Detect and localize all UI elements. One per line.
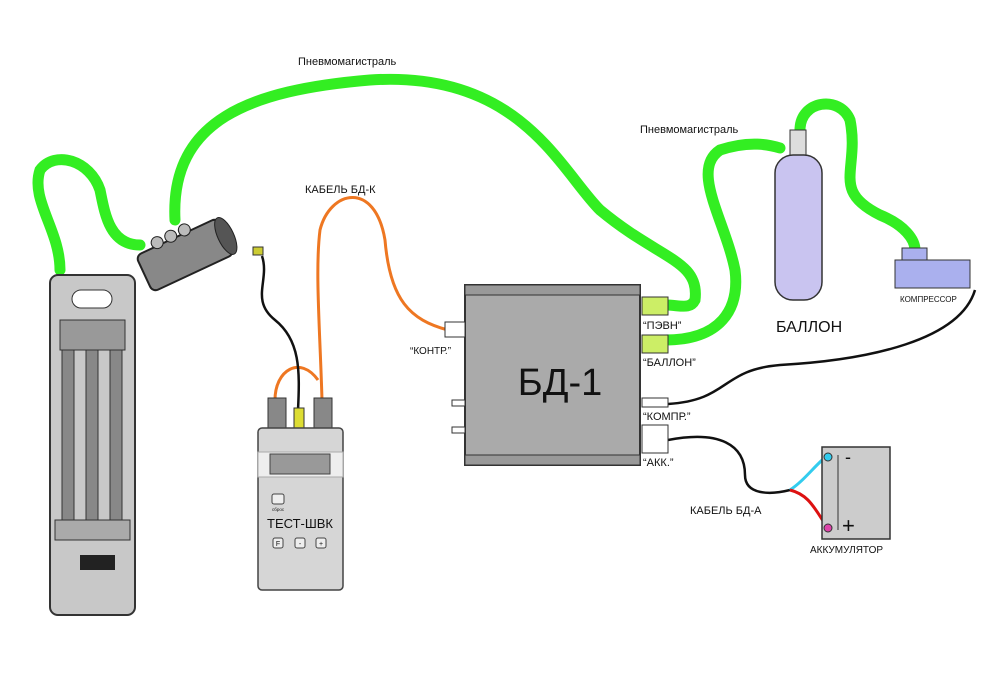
- kompr-port: [641, 397, 669, 408]
- label-pevn: “ПЭВН”: [643, 320, 682, 332]
- label-compressor: КОМПРЕССОР: [900, 295, 957, 304]
- label-battery: АККУМУЛЯТОР: [810, 545, 883, 556]
- bd1-unit: БД-1: [444, 284, 669, 466]
- label-akk-port: “АКК.”: [643, 457, 674, 469]
- bd1-label: БД-1: [518, 362, 602, 404]
- tester-button-minus[interactable]: -: [294, 537, 306, 549]
- tester-display: [269, 453, 331, 475]
- hose-ballon-to-bd: [659, 138, 786, 346]
- hose-ballon-to-compressor: [794, 98, 921, 256]
- label-ballon-port: “БАЛЛОН”: [643, 357, 696, 369]
- battery-plus-terminal: [823, 523, 833, 533]
- cable-bd-k: [316, 196, 449, 401]
- label-ballon: БАЛЛОН: [776, 319, 842, 336]
- akk-port: [641, 424, 669, 454]
- battery: - +: [821, 446, 891, 540]
- pressure-panel: [49, 274, 136, 616]
- compressor: [894, 247, 971, 289]
- cable-tester-loop: [273, 366, 320, 401]
- battery-minus-terminal: [823, 452, 833, 462]
- reset-label: сброс: [272, 507, 285, 512]
- label-hose-top: Пневмомагистраль: [298, 56, 397, 68]
- label-kontr: “КОНТР.”: [410, 346, 451, 357]
- svg-text:+: +: [319, 541, 323, 548]
- tester-button-f[interactable]: F: [272, 537, 284, 549]
- cable-kompr: [667, 289, 977, 406]
- label-cable-bdk: КАБЕЛЬ БД-К: [305, 184, 376, 196]
- tester-button-plus[interactable]: +: [315, 537, 327, 549]
- ballon-port: [641, 334, 669, 354]
- svg-text:F: F: [276, 541, 280, 548]
- hose-panel-loop: [32, 154, 146, 276]
- reset-button[interactable]: [271, 493, 285, 505]
- tester-device: сброс ТЕСТ-ШВК F - +: [257, 397, 344, 591]
- pevn-port: [641, 296, 669, 316]
- plus-sign: +: [842, 513, 855, 538]
- pneumatic-hoses: [32, 73, 921, 346]
- sensor-cylinder: [136, 217, 238, 292]
- ballon: [774, 129, 823, 301]
- sensor-connector: [252, 246, 264, 256]
- hose-sensor-to-pevn: [169, 73, 701, 312]
- svg-text:-: -: [299, 541, 302, 548]
- label-kompr-port: “КОМПР.”: [643, 411, 691, 423]
- label-cable-bda: КАБЕЛЬ БД-А: [690, 505, 762, 517]
- minus-sign: -: [845, 447, 851, 467]
- label-hose-right: Пневмомагистраль: [640, 124, 739, 136]
- cable-akk: [667, 435, 791, 495]
- cable-sensor-to-tester: [260, 255, 301, 411]
- kontr-port: [444, 321, 466, 338]
- tester-name: ТЕСТ-ШВК: [267, 516, 333, 531]
